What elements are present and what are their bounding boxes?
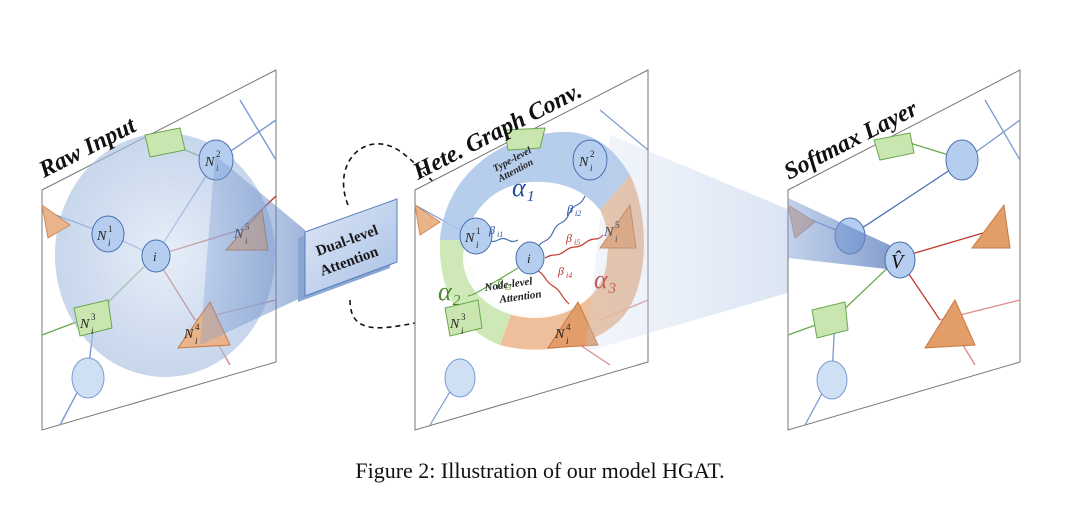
node-n3-conv-label: N [449, 317, 460, 332]
softmax-green-pentagon-top [873, 132, 915, 161]
orange-triangle-node-2 [414, 203, 441, 236]
orange-triangle-node [41, 203, 71, 239]
node-n4-conv-sup: 4 [566, 322, 571, 332]
beta-i2-sub: i2 [575, 209, 581, 218]
node-n1-conv [459, 217, 493, 255]
node-level-label-2: Attention [498, 288, 542, 306]
dual-level-attention-box: Dual-level Attention [298, 198, 398, 302]
beta-i3: β [496, 276, 503, 290]
node-n2-label: N [204, 155, 215, 170]
node-n3 [73, 299, 113, 337]
softmax-panel: V̂ Softmax Layer [780, 69, 1021, 431]
beta-i1-sub: i1 [497, 230, 503, 239]
alpha-2: α₂ [438, 277, 461, 306]
node-n1-conv-sup: 1 [476, 226, 481, 236]
projection-beam-2 [585, 135, 905, 352]
beta-i3-sub: i3 [505, 283, 511, 292]
node-n3-conv-sub: i [461, 326, 464, 336]
v-hat-node [884, 241, 916, 279]
softmax-orange-node-right [971, 203, 1011, 249]
attention-links [467, 195, 604, 305]
node-i-label: i [153, 249, 157, 264]
figure-caption: Figure 2: Illustration of our model HGAT… [355, 458, 725, 483]
beta-i5: β [565, 231, 572, 245]
node-n4-sup: 4 [195, 322, 200, 332]
green-pentagon-node [144, 127, 186, 158]
node-n2-conv-sub: i [590, 163, 593, 173]
softmax-node-top [945, 139, 979, 181]
node-n2-conv [572, 139, 608, 181]
projection-beam-1 [200, 155, 305, 345]
node-n1-sup: 1 [108, 224, 113, 234]
softmax-orange-node-bottom [924, 298, 976, 349]
node-n3-conv-sup: 3 [461, 312, 466, 322]
node-i-conv [515, 241, 545, 275]
node-n2-conv-label: N [578, 155, 589, 170]
beta-i4: β [557, 264, 564, 278]
node-n1-label: N [96, 229, 107, 244]
node-i [141, 239, 171, 273]
node-n4-conv-label: N [554, 327, 565, 342]
v-hat-label: V̂ [891, 250, 906, 273]
node-n1-conv-sub: i [476, 240, 479, 250]
node-n1-sub: i [108, 238, 111, 248]
green-pentagon-node-2 [504, 127, 546, 151]
node-i-conv-label: i [527, 251, 531, 266]
node-n4-sub: i [195, 336, 198, 346]
beta-labels: β i1 β i2 β i3 β i4 β i5 [488, 202, 581, 292]
beta-i2: β [566, 202, 573, 216]
node-n3-label: N [79, 317, 90, 332]
node-n4-conv [547, 300, 599, 349]
node-n3-sub: i [91, 326, 94, 336]
beta-i5-sub: i5 [574, 238, 580, 247]
node-n3-conv [444, 299, 483, 337]
softmax-green-node [811, 301, 849, 339]
blue-circle-node [71, 357, 105, 399]
node-n4-label: N [183, 327, 194, 342]
beta-i1: β [488, 223, 495, 237]
node-n2-conv-sup: 2 [590, 149, 595, 159]
node-n1 [91, 215, 125, 253]
softmax-blue-circle-bottom [816, 360, 848, 400]
node-n3-sup: 3 [91, 312, 96, 322]
projection-beam-3 [788, 198, 896, 270]
blue-circle-node-2 [444, 358, 476, 398]
beta-i4-sub: i4 [566, 271, 572, 280]
node-n2-sup: 2 [216, 149, 221, 159]
alpha-1: α₁ [512, 173, 535, 202]
node-n1-conv-label: N [464, 231, 475, 246]
node-n4-conv-sub: i [566, 336, 569, 346]
